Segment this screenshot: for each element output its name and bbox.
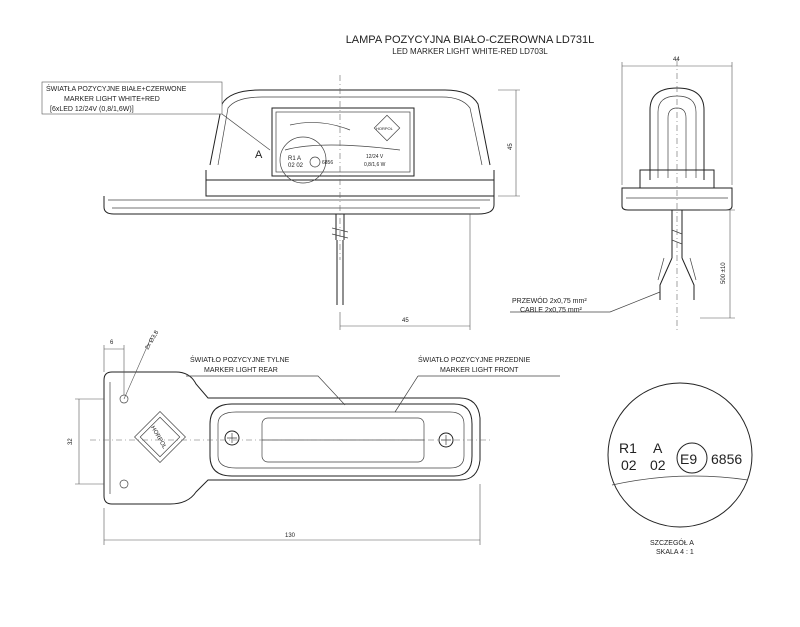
dim-hole-offset: 6	[110, 340, 114, 346]
detail-r1: R1	[619, 440, 637, 456]
detail-caption-1: SZCZEGÓŁ A	[650, 538, 694, 547]
detail-e-mark: E9	[680, 451, 697, 467]
dim-side-width: 44	[673, 57, 680, 63]
dim-offset: 45	[402, 318, 409, 324]
detail-e-mark-icon	[676, 442, 708, 474]
detail-a: R1 A 02 02 E9 6856	[607, 382, 753, 528]
callout-cable-2: CABLE 2x0,75 mm²	[520, 307, 583, 314]
title-en: LED MARKER LIGHT WHITE-RED LD703L	[392, 47, 548, 56]
callout-front-light-1: ŚWIATŁO POZYCYJNE PRZEDNIE	[418, 355, 531, 364]
callout-position-lights-1: ŚWIATŁA POZYCYJNE BIAŁE+CZERWONE	[46, 84, 187, 93]
horpol-logo-icon	[373, 114, 401, 142]
callout-position-lights: ŚWIATŁA POZYCYJNE BIAŁE+CZERWONE MARKER …	[41, 81, 271, 151]
dim-base-width: 32	[68, 438, 74, 445]
callout-rear-light-2: MARKER LIGHT REAR	[204, 367, 278, 374]
dim-length: 130	[285, 533, 296, 539]
front-view	[103, 75, 520, 330]
callout-rear-light: ŚWIATŁO POZYCYJNE TYLNE MARKER LIGHT REA…	[186, 355, 346, 406]
lens-brand: HORPOL	[376, 126, 394, 131]
e-mark-icon	[309, 156, 321, 168]
callout-front-light-2: MARKER LIGHT FRONT	[440, 367, 519, 374]
detail-code-1: 02	[621, 457, 637, 473]
lens-approval-number: 6856	[322, 160, 333, 166]
detail-a-label: A	[653, 440, 663, 456]
screw-left-icon	[224, 430, 240, 446]
lens-voltage: 12/24 V	[366, 154, 384, 160]
mounting-hole-bottom-icon	[119, 479, 129, 489]
lens-approval-left-2: 02 02	[288, 163, 304, 169]
callout-cable: PRZEWÓD 2x0,75 mm² CABLE 2x0,75 mm²	[510, 291, 661, 314]
side-view	[621, 60, 735, 330]
horpol-plate-icon	[134, 411, 186, 463]
dim-cable-length: 500 ±10	[721, 262, 727, 284]
top-view: HORPOL	[75, 339, 492, 545]
section-marker: A	[255, 149, 263, 161]
callout-position-lights-3: [6xLED 12/24V (0,8/1,6W)]	[50, 106, 134, 113]
screw-right-icon	[438, 432, 454, 448]
callout-front-light: ŚWIATŁO POZYCYJNE PRZEDNIE MARKER LIGHT …	[394, 355, 560, 413]
callout-rear-light-1: ŚWIATŁO POZYCYJNE TYLNE	[190, 355, 290, 364]
dim-hole-diameter: 2x Ø3,8	[145, 329, 161, 351]
lens-markings: R1 A 02 02 6856 12/24 V 0,8/1,6 W HORPOL	[288, 114, 401, 169]
brand-plate-label: HORPOL	[149, 425, 167, 451]
lens-approval-left: R1 A	[288, 156, 301, 162]
callout-cable-1: PRZEWÓD 2x0,75 mm²	[512, 296, 587, 305]
detail-number: 6856	[711, 451, 742, 467]
dim-height: 45	[508, 143, 514, 150]
lens-power: 0,8/1,6 W	[364, 162, 386, 168]
detail-caption-2: SKALA 4 : 1	[656, 549, 694, 556]
callout-position-lights-2: MARKER LIGHT WHITE+RED	[64, 96, 160, 103]
detail-code-2: 02	[650, 457, 666, 473]
title-pl: LAMPA POZYCYJNA BIAŁO-CZEROWNA LD731L	[345, 34, 595, 46]
